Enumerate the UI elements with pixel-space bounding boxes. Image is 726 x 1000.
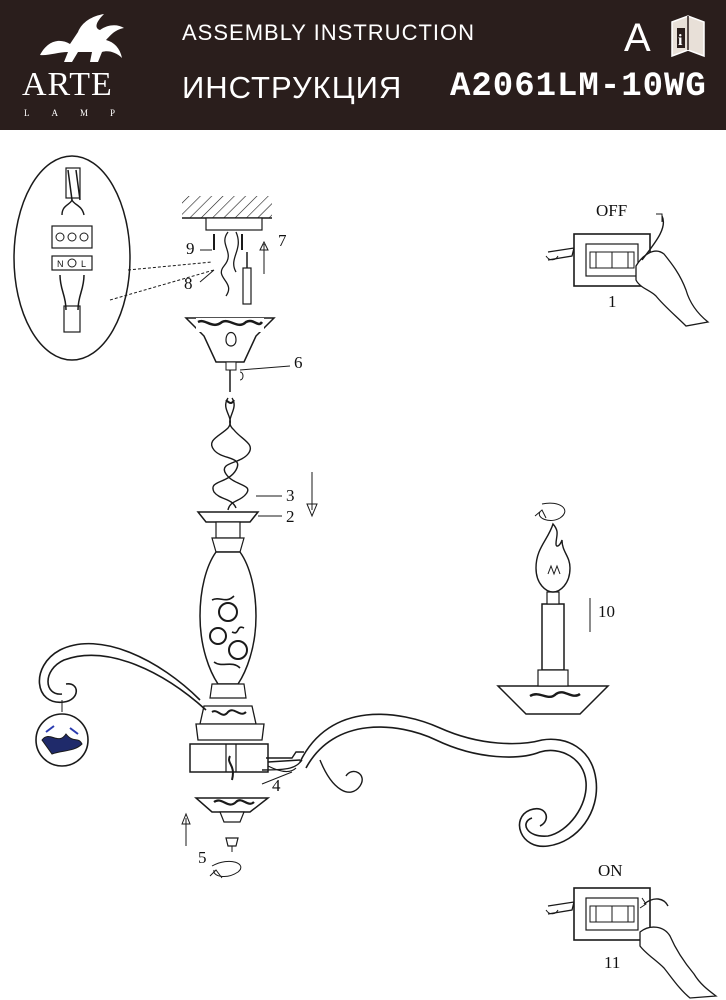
terminal-n-label: N xyxy=(57,259,64,269)
arrow-down-icon xyxy=(306,472,318,518)
instruction-book-icon: i xyxy=(671,15,705,58)
leader-lines xyxy=(199,249,291,517)
left-scroll-arm xyxy=(35,642,207,767)
step-2-label: 2 xyxy=(286,507,295,526)
step-5-label: 5 xyxy=(198,848,207,867)
screwdriver-icon xyxy=(242,252,252,305)
step-3-label: 3 xyxy=(286,486,295,505)
switch-on-illustration xyxy=(545,887,718,999)
title-english: ASSEMBLY INSTRUCTION xyxy=(182,20,476,45)
step-9-label: 9 xyxy=(186,239,195,258)
language-letter: A xyxy=(624,16,651,60)
book-letter: i xyxy=(678,32,683,49)
floral-pattern-icon xyxy=(209,595,248,669)
lamp-body xyxy=(189,511,269,781)
arrow-up-icon xyxy=(259,240,269,274)
brand-name: ARTE xyxy=(22,66,113,103)
model-number: A2061LM-10WG xyxy=(450,68,707,106)
terminal-detail-bubble: N L xyxy=(13,155,215,361)
switch-on-label: ON xyxy=(598,861,623,880)
rotate-arrow-icon xyxy=(534,502,566,521)
brand-subtitle: LAMP xyxy=(24,108,138,118)
switch-off-label: OFF xyxy=(596,201,628,220)
hand-icon xyxy=(635,213,710,327)
switch-off-illustration xyxy=(545,213,710,327)
step-11-label: 11 xyxy=(604,953,621,972)
wire-connection xyxy=(261,751,304,785)
lamp-arm xyxy=(261,502,610,847)
step-10-label: 10 xyxy=(598,602,615,621)
ceiling-mount xyxy=(182,196,272,297)
assembly-diagram: N L xyxy=(13,155,718,999)
step-6-label: 6 xyxy=(294,353,303,372)
crystal-pendant xyxy=(35,713,89,767)
candle-bulb-icon xyxy=(535,522,571,593)
terminal-l-label: L xyxy=(81,259,86,269)
title-russian: ИНСТРУКЦИЯ xyxy=(182,70,403,105)
bottom-cap xyxy=(181,797,271,879)
canopy xyxy=(184,317,276,392)
step-4-label: 4 xyxy=(272,776,281,795)
terminal-block-icon: N L xyxy=(51,225,93,271)
step-8-label: 8 xyxy=(184,274,193,293)
step-1-label: 1 xyxy=(608,292,617,311)
hand-icon-2 xyxy=(639,897,718,999)
chain-cord xyxy=(210,397,252,511)
header-banner: ARTE LAMP ASSEMBLY INSTRUCTION ИНСТРУКЦИ… xyxy=(0,0,726,130)
step-7-label: 7 xyxy=(278,231,287,250)
griffin-logo-icon xyxy=(40,14,124,62)
